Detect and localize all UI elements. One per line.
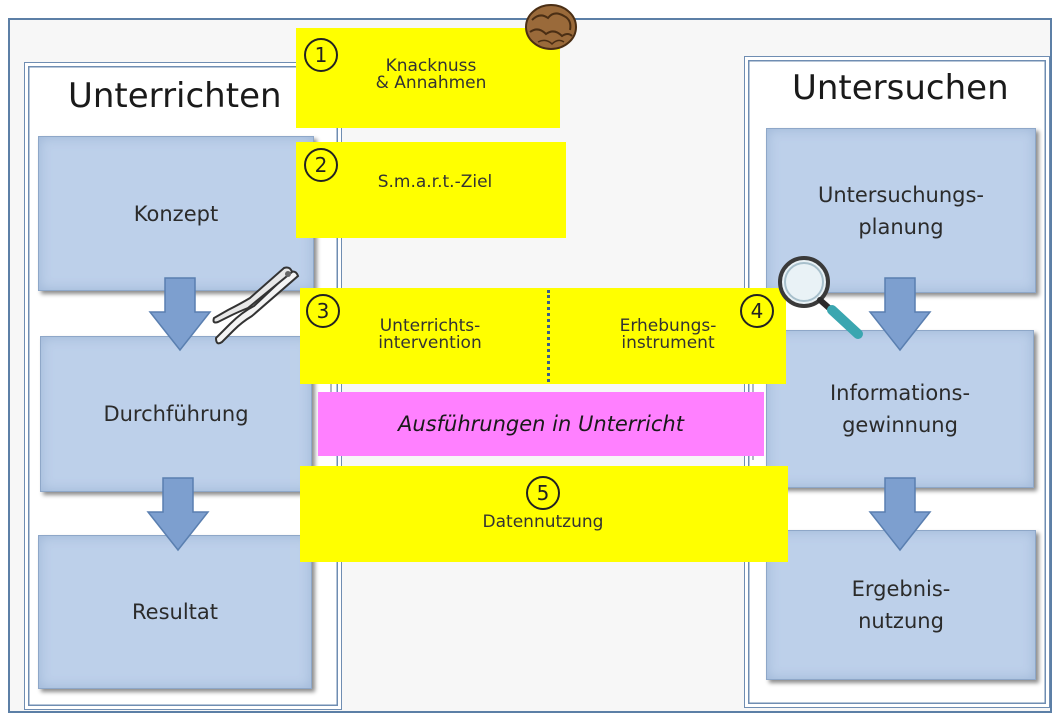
step-5-label: Datennutzung xyxy=(482,512,604,532)
step-1-label: Knacknuss & Annahmen xyxy=(375,56,487,93)
box-resultat: Resultat xyxy=(38,535,312,689)
band-divider xyxy=(547,290,550,382)
step-2-box xyxy=(296,142,566,238)
step-2-label: S.m.a.r.t.-Ziel xyxy=(377,172,493,192)
arrow-down-icon xyxy=(146,477,210,552)
arrow-down-icon xyxy=(148,277,212,352)
middle-band: Ausführungen in Unterricht xyxy=(318,392,764,456)
box-ergebnisnutzung: Ergebnis- nutzung xyxy=(766,530,1036,680)
step-1-number: 1 xyxy=(304,38,338,72)
step-5-number: 5 xyxy=(526,476,560,510)
step-3-label: Unterrichts- intervention xyxy=(378,316,482,353)
step-3-4-band xyxy=(300,288,786,384)
magnifier-icon xyxy=(778,256,863,339)
step-2-number: 2 xyxy=(304,148,338,182)
step-4-number: 4 xyxy=(740,294,774,328)
step-1-box xyxy=(296,28,560,128)
step-3-number: 3 xyxy=(306,294,340,328)
arrow-down-icon xyxy=(868,477,932,552)
column-title-unterrichten: Unterrichten xyxy=(68,76,282,116)
column-title-untersuchen: Untersuchen xyxy=(792,68,1009,108)
step-4-label: Erhebungs- instrument xyxy=(619,316,717,353)
box-durchfuehrung: Durchführung xyxy=(40,336,312,492)
arrow-down-icon xyxy=(868,277,932,352)
walnut-icon xyxy=(525,4,577,50)
box-informationsgewinnung: Informations- gewinnung xyxy=(766,330,1034,488)
nutcracker-icon xyxy=(212,266,300,345)
